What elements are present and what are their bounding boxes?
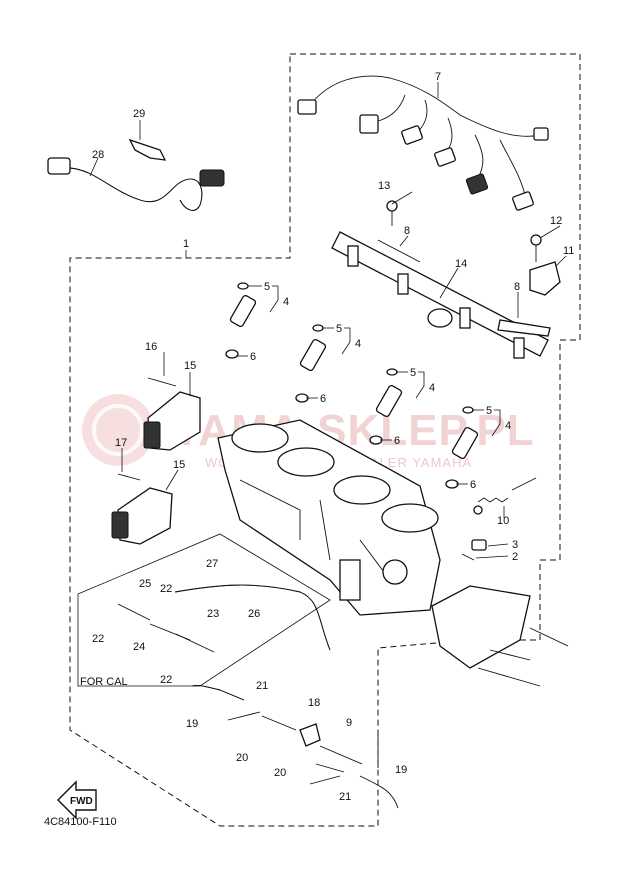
label-5-b: 5 (336, 323, 342, 335)
label-4-c: 4 (429, 382, 435, 394)
label-25: 25 (139, 578, 151, 590)
label-15-a: 15 (184, 360, 196, 372)
part-labels: 1 2 3 4 4 4 4 5 5 5 5 6 6 6 6 7 8 8 9 10… (92, 71, 574, 803)
label-17: 17 (115, 437, 127, 449)
fwd-arrow-icon: FWD (57, 780, 97, 820)
injector-4-b (295, 324, 327, 403)
label-6-b: 6 (320, 393, 326, 405)
screw-13 (386, 200, 398, 226)
fwd-label: FWD (70, 796, 93, 807)
tps-sensor-15-b (111, 487, 173, 545)
label-24: 24 (133, 641, 145, 653)
label-4-a: 4 (283, 296, 289, 308)
label-7: 7 (435, 71, 441, 83)
label-6-c: 6 (394, 435, 400, 447)
label-5-a: 5 (264, 281, 270, 293)
label-15-b: 15 (173, 459, 185, 471)
label-13: 13 (378, 180, 390, 192)
label-22-b: 22 (160, 583, 172, 595)
label-8-a: 8 (404, 225, 410, 237)
label-20-b: 20 (274, 767, 286, 779)
label-11: 11 (563, 245, 574, 257)
label-5-c: 5 (410, 367, 416, 379)
injector-4-a (225, 282, 257, 359)
label-27: 27 (206, 558, 218, 570)
label-20-a: 20 (236, 752, 248, 764)
leader-lines (89, 82, 567, 559)
label-1: 1 (183, 238, 189, 250)
label-8-b: 8 (514, 281, 520, 293)
for-cal-box (77, 533, 331, 687)
part-2 (461, 553, 475, 561)
label-4-b: 4 (355, 338, 361, 350)
hose-9 (319, 730, 379, 768)
fittings-20-21 (227, 711, 345, 785)
part-3 (471, 539, 487, 551)
fuel-rail-14 (331, 231, 551, 359)
label-18: 18 (308, 697, 320, 709)
label-16: 16 (145, 341, 157, 353)
wire-harness-7 (297, 75, 549, 211)
sensor-11 (529, 261, 561, 296)
clip-29 (128, 120, 167, 161)
label-14: 14 (455, 258, 467, 270)
hose-19-b (359, 775, 399, 809)
label-4-d: 4 (505, 420, 511, 432)
spring-set-10 (473, 477, 537, 515)
for-cal-label: FOR CAL (80, 676, 128, 688)
label-22-c: 22 (160, 674, 172, 686)
label-3: 3 (512, 539, 518, 551)
label-5-d: 5 (486, 405, 492, 417)
injector-4-d (445, 406, 479, 489)
hose-19-a (191, 685, 245, 701)
label-29: 29 (133, 108, 145, 120)
label-6-d: 6 (470, 479, 476, 491)
joint-18 (299, 723, 321, 747)
throttle-body-assembly (217, 419, 441, 616)
label-21-b: 21 (339, 791, 351, 803)
tps-sensor-15-a (143, 391, 201, 451)
fuel-hose-28 (47, 157, 225, 211)
label-2: 2 (512, 551, 518, 563)
label-21-a: 21 (256, 680, 268, 692)
screw-16 (147, 377, 177, 387)
label-19-a: 19 (186, 718, 198, 730)
hose-26 (174, 584, 331, 651)
hoses-for-cal (117, 603, 215, 653)
label-12: 12 (550, 215, 562, 227)
label-22-a: 22 (92, 633, 104, 645)
screw-17 (117, 473, 141, 481)
label-6-a: 6 (250, 351, 256, 363)
label-10: 10 (497, 515, 509, 527)
label-19-b: 19 (395, 764, 407, 776)
cover (431, 585, 569, 687)
bolt-12 (530, 234, 542, 262)
label-9: 9 (346, 717, 352, 729)
label-26: 26 (248, 608, 260, 620)
label-28: 28 (92, 149, 104, 161)
label-23: 23 (207, 608, 219, 620)
diagram-code: 4C84100-F110 (44, 816, 117, 828)
